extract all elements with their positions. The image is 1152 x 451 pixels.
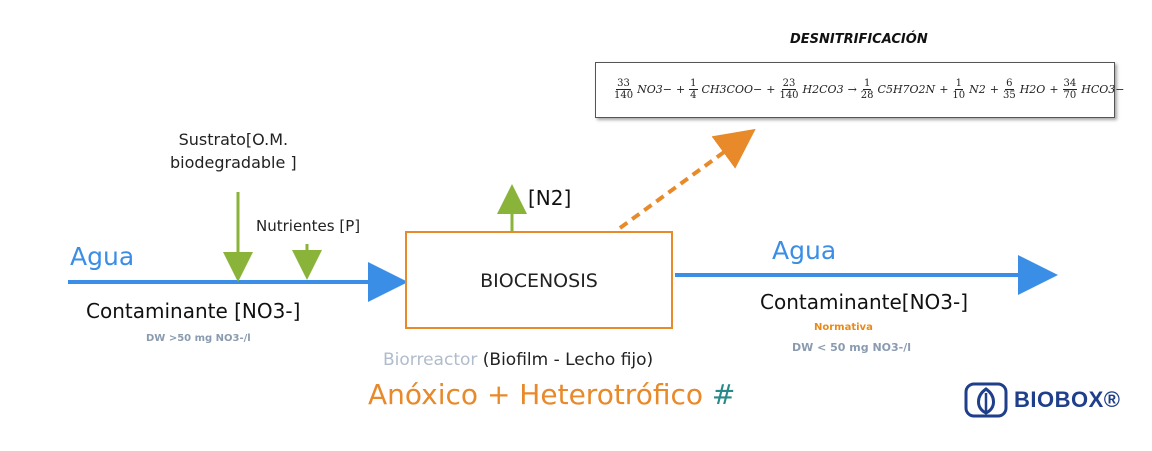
diagram-title: DESNITRIFICACIÓN <box>790 32 928 47</box>
substrate-label-line1: Sustrato[O.M. <box>178 130 289 149</box>
equation-species: CH3COO− <box>701 83 763 96</box>
equation-species: C5H7O2N <box>877 83 936 96</box>
substrate-label: Sustrato[O.M. biodegradable ] <box>170 128 297 174</box>
biocenosis-label: BIOCENOSIS <box>480 270 598 292</box>
biobox-logo-icon <box>964 382 1008 418</box>
equation-species: H2CO3 <box>802 83 844 96</box>
equation-operator: + <box>675 83 686 96</box>
equation-species: N2 <box>969 83 986 96</box>
biorreactor-word: Biorreactor <box>383 350 478 370</box>
normativa-label: Normativa <box>814 322 873 333</box>
dw-out-limit: DW < 50 mg NO3-/l <box>792 341 912 354</box>
anoxic-heterotrophic-text: Anóxico + Heterotrófico <box>368 378 703 411</box>
water-out-label: Agua <box>772 236 837 265</box>
nutrients-label: Nutrientes [P] <box>256 217 361 235</box>
denitrification-arrow <box>618 128 756 230</box>
equation-operator: + <box>989 83 999 96</box>
biobox-logo: BIOBOX® <box>964 382 1121 418</box>
equation-operator: + <box>1049 83 1059 96</box>
biobox-logo-text: BIOBOX® <box>1014 387 1121 412</box>
dw-in-limit: DW >50 mg NO3-/l <box>146 333 251 344</box>
n2-label: [N2] <box>528 186 572 210</box>
hash-mark: # <box>711 378 736 411</box>
biofilm-text: (Biofilm - Lecho fijo) <box>482 350 654 370</box>
equation-species: HCO3− <box>1081 83 1125 96</box>
biorreactor-caption: Biorreactor (Biofilm - Lecho fijo) <box>383 350 653 370</box>
equation-operator: → <box>847 83 857 96</box>
biocenosis-box <box>405 231 673 329</box>
equation-operator: + <box>766 83 776 96</box>
substrate-label-line2: biodegradable ] <box>170 153 297 172</box>
process-type-label: Anóxico + Heterotrófico # <box>368 378 735 411</box>
contaminant-in-label: Contaminante [NO3-] <box>86 299 301 323</box>
water-in-label: Agua <box>70 242 135 271</box>
equation-species: H2O <box>1019 83 1046 96</box>
equation-species: NO3− <box>637 83 672 96</box>
contaminant-out-label: Contaminante[NO3-] <box>760 290 969 314</box>
equation-operator: + <box>939 83 949 96</box>
